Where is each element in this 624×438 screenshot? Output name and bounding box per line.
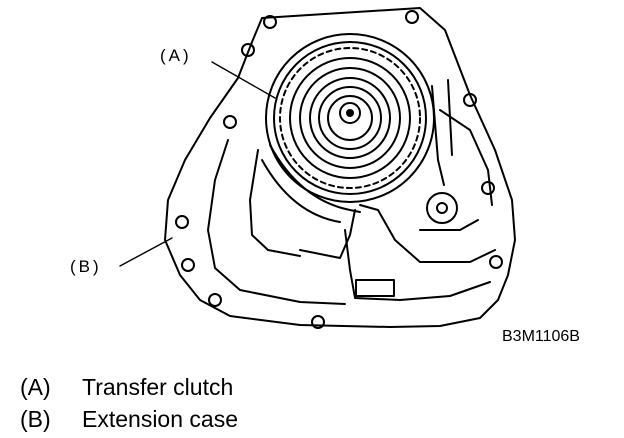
case-inner-wall: [359, 204, 496, 263]
bolt-boss: [208, 293, 222, 307]
legend-item: (B) Extension case: [20, 403, 580, 435]
bolt-boss: [481, 181, 495, 195]
case-inner-wall: [419, 219, 479, 231]
bolt-boss: [175, 215, 189, 229]
diagram-drawing: [119, 7, 516, 329]
clutch-ring: [299, 67, 401, 169]
clutch-ring: [289, 57, 411, 179]
clutch-ring: [309, 77, 391, 159]
case-rib: [355, 279, 395, 297]
case-inner-wall: [249, 149, 301, 257]
bolt-boss: [311, 315, 325, 329]
legend: (A) Transfer clutch (B) Extension case: [20, 371, 580, 435]
case-inner-wall: [207, 139, 346, 305]
clutch-ring: [327, 95, 373, 141]
legend-label: Transfer clutch: [82, 374, 234, 400]
clutch-bracket: [261, 159, 341, 223]
clutch-ring: [318, 86, 382, 150]
legend-label: Extension case: [82, 406, 238, 432]
case-inner-wall: [439, 109, 493, 206]
clutch-bracket: [269, 144, 361, 213]
case-inner-wall: [299, 209, 356, 259]
clutch-ring: [279, 47, 421, 189]
bolt-boss: [405, 10, 419, 24]
bolt-boss: [263, 15, 277, 29]
clutch-ring: [273, 41, 427, 195]
legend-key: (B): [20, 406, 51, 432]
shaft-pin: [426, 192, 458, 224]
callout-a: (A): [160, 46, 192, 65]
callout-a-leader: [211, 61, 276, 99]
figure-code: B3M1106B: [502, 328, 580, 345]
bolt-boss: [241, 43, 255, 57]
transfer-clutch-diagram: (A) (B) B3M1106B: [70, 7, 580, 345]
bolt-boss: [463, 93, 477, 107]
bolt-boss: [181, 258, 195, 272]
case-inner-wall: [344, 229, 491, 301]
case-outline: [164, 7, 516, 328]
clutch-hub: [339, 102, 361, 124]
clutch-bracket: [431, 85, 445, 186]
shaft-pin-center: [436, 202, 448, 214]
callout-b-leader: [119, 237, 173, 267]
callout-b: (B): [70, 257, 102, 276]
legend-key: (A): [20, 374, 51, 400]
clutch-center-dot: [346, 109, 354, 117]
legend-item: (A) Transfer clutch: [20, 371, 580, 403]
clutch-bracket: [447, 79, 453, 156]
bolt-boss: [223, 115, 237, 129]
bolt-boss: [489, 255, 503, 269]
